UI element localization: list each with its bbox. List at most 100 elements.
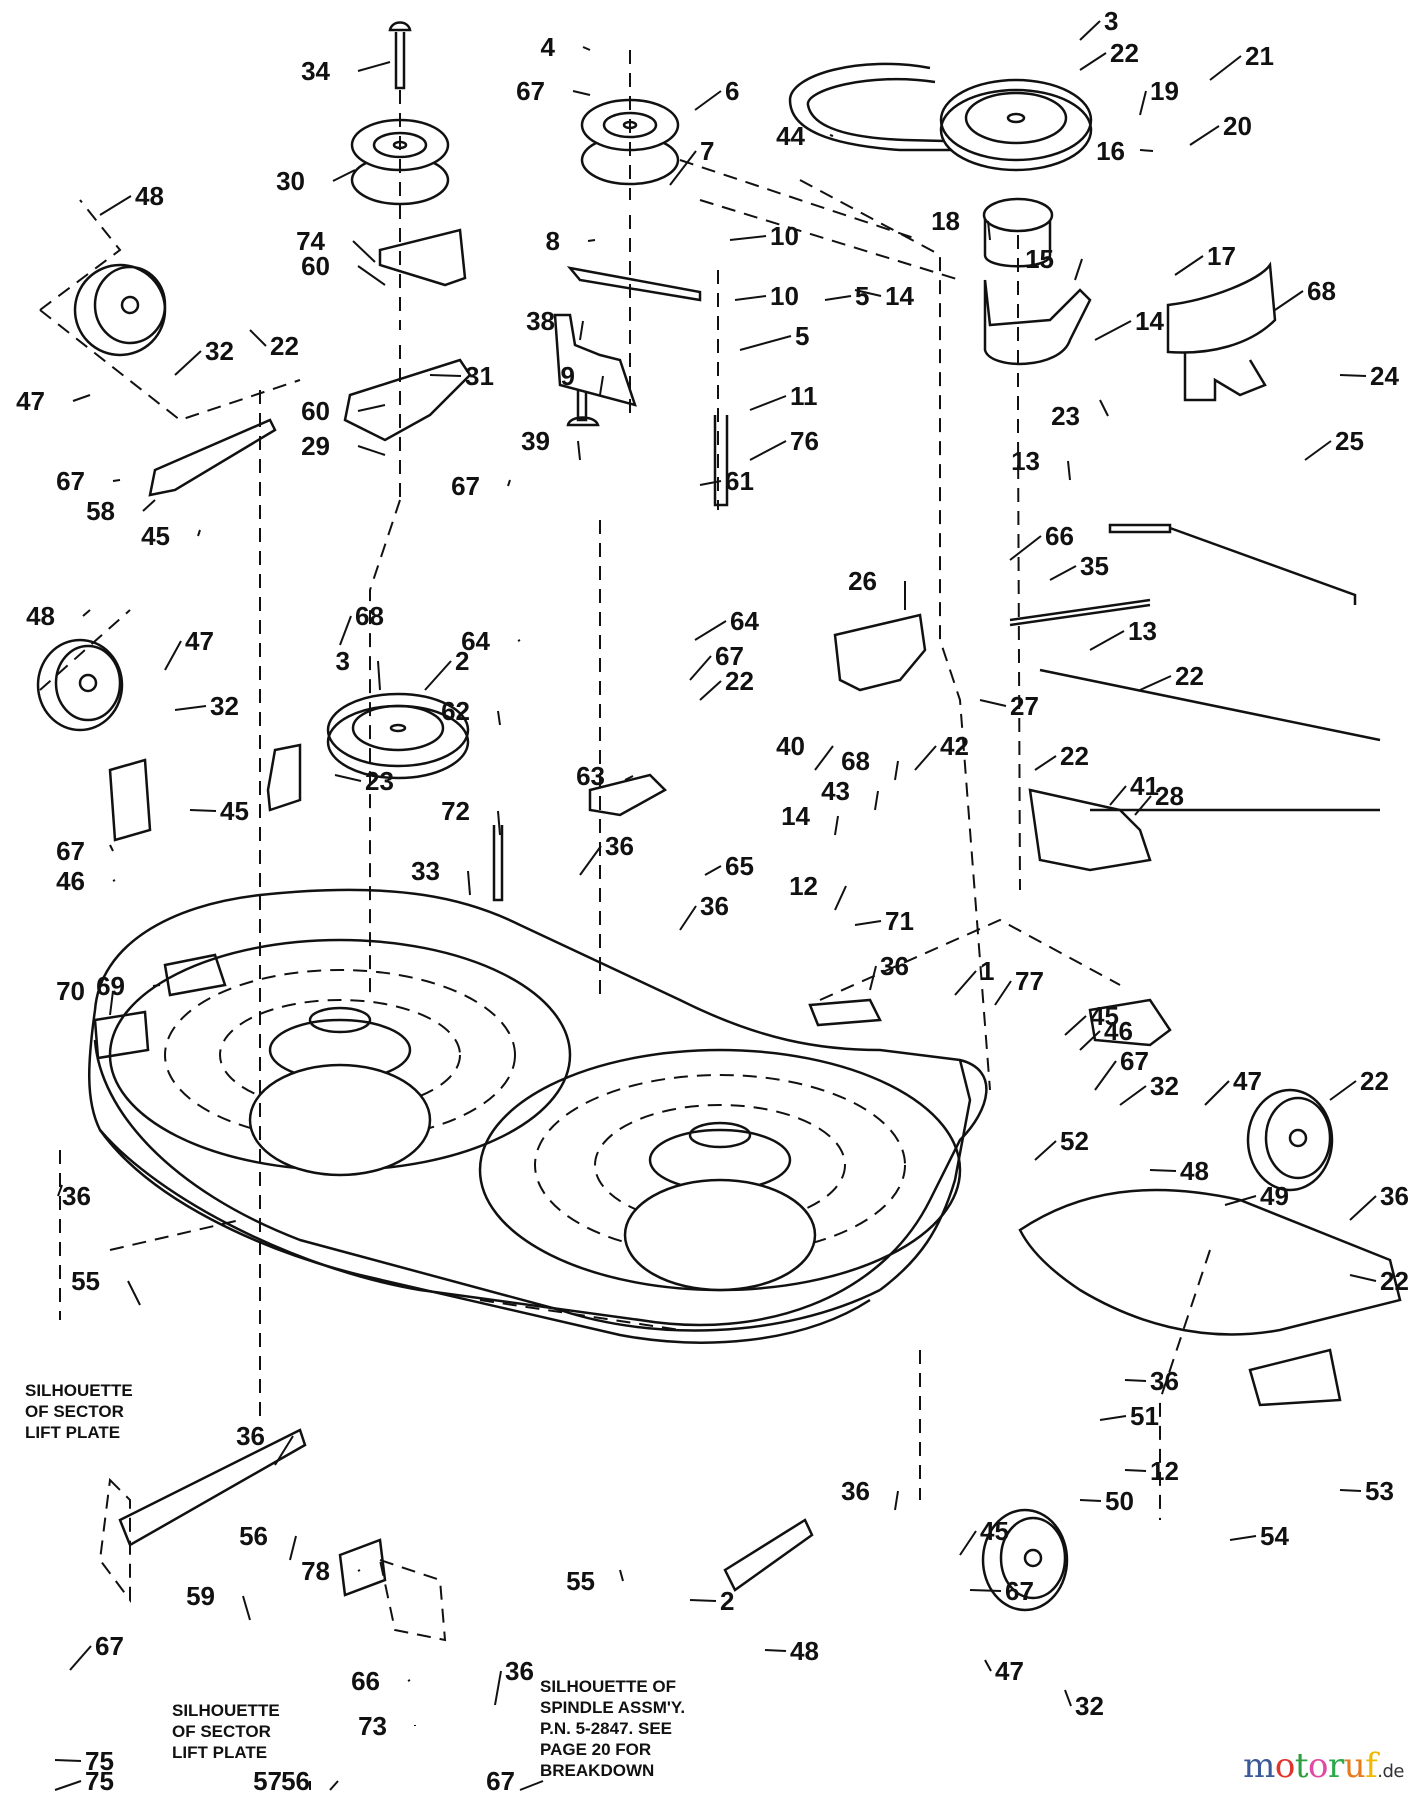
- leader-line: [689, 655, 712, 681]
- leader-line: [357, 1569, 361, 1572]
- part-callout-20: 20: [1223, 111, 1252, 141]
- leader-line: [1189, 125, 1220, 146]
- leader-line: [1139, 149, 1154, 152]
- leader-line: [174, 350, 202, 376]
- part-callout-55: 55: [566, 1566, 595, 1596]
- leader-line: [274, 1435, 294, 1466]
- part-callout-63: 63: [576, 761, 605, 791]
- leader-line: [424, 660, 452, 691]
- leader-line: [979, 699, 1007, 707]
- part-callout-26: 26: [848, 566, 877, 596]
- logo-letter: r: [1328, 1746, 1344, 1786]
- part-callout-22: 22: [270, 331, 299, 361]
- leader-line: [249, 329, 267, 347]
- leader-line: [54, 1780, 82, 1791]
- leader-line: [497, 810, 501, 836]
- part-callout-22: 22: [1175, 661, 1204, 691]
- part-callout-33: 33: [411, 856, 440, 886]
- leader-line: [764, 1649, 787, 1652]
- leader-line: [1079, 1030, 1101, 1051]
- part-callout-48: 48: [26, 601, 55, 631]
- note-line: LIFT PLATE: [25, 1423, 121, 1442]
- leader-line: [954, 970, 977, 996]
- part-callout-55: 55: [71, 1266, 100, 1296]
- leader-line: [1349, 1274, 1377, 1282]
- part-callout-22: 22: [1360, 1066, 1389, 1096]
- note-line: P.N. 5-2847. SEE: [540, 1719, 672, 1738]
- leader-line: [407, 1679, 411, 1682]
- part-callout-54: 54: [1260, 1521, 1289, 1551]
- leader-line: [579, 320, 584, 341]
- leader-line: [1329, 1080, 1357, 1101]
- part-callout-45: 45: [1090, 1001, 1119, 1031]
- part-callout-11: 11: [790, 381, 818, 411]
- part-callout-35: 35: [1080, 551, 1109, 581]
- part-callout-46: 46: [1104, 1016, 1133, 1046]
- part-callout-22: 22: [725, 666, 754, 696]
- leader-line: [669, 150, 697, 186]
- part-callout-60: 60: [301, 251, 330, 281]
- part-callout-71: 71: [885, 906, 914, 936]
- part-callout-60: 60: [301, 396, 330, 426]
- part-callout-67: 67: [451, 471, 480, 501]
- leader-line: [99, 195, 132, 216]
- leader-line: [289, 1535, 297, 1561]
- leader-line: [109, 844, 114, 852]
- deck-housing: [88, 888, 988, 1344]
- leader-line: [127, 1280, 141, 1306]
- leader-line: [582, 46, 591, 51]
- part-callout-61: 61: [725, 466, 754, 496]
- part-callout-48: 48: [790, 1636, 819, 1666]
- logo-letter: t: [1294, 1746, 1309, 1786]
- leader-line: [579, 845, 602, 876]
- leader-line: [152, 984, 161, 987]
- part-callout-36: 36: [841, 1476, 870, 1506]
- leader-line: [1079, 1499, 1102, 1502]
- wheel-47-a: [73, 263, 167, 357]
- leader-line: [689, 1599, 717, 1602]
- part-callout-52: 52: [1060, 1126, 1089, 1156]
- part-callout-5: 5: [795, 321, 809, 351]
- leader-line: [54, 1759, 82, 1762]
- leader-line: [694, 90, 722, 111]
- part-callout-42: 42: [940, 731, 969, 761]
- motoruf-logo[interactable]: motoruf.de: [1243, 1746, 1404, 1786]
- leader-line: [587, 239, 596, 242]
- leader-line: [497, 710, 501, 726]
- leader-line: [914, 745, 937, 771]
- part-callout-4: 4: [541, 32, 556, 62]
- part-callout-76: 76: [790, 426, 819, 456]
- leader-line: [517, 639, 521, 642]
- part-callout-68: 68: [355, 601, 384, 631]
- leader-line: [357, 404, 386, 412]
- part-callout-68: 68: [841, 746, 870, 776]
- leader-line: [334, 774, 362, 782]
- leader-line: [112, 879, 116, 882]
- leader-line: [519, 1780, 544, 1791]
- part-callout-56: 56: [281, 1766, 310, 1796]
- part-callout-7: 7: [700, 136, 714, 166]
- leader-line: [829, 134, 834, 137]
- part-callout-27: 27: [1010, 691, 1039, 721]
- leader-line: [834, 815, 839, 836]
- leader-line: [749, 395, 787, 411]
- part-callout-36: 36: [700, 891, 729, 921]
- part-callout-36: 36: [62, 1181, 91, 1211]
- leader-line: [1304, 440, 1332, 461]
- part-callout-56: 56: [239, 1521, 268, 1551]
- leader-line: [854, 920, 882, 926]
- part-callout-45: 45: [141, 521, 170, 551]
- part-callout-18: 18: [931, 206, 960, 236]
- brackets: [108, 228, 1172, 1597]
- leader-line: [1339, 374, 1367, 377]
- leader-line: [507, 479, 511, 487]
- logo-tld: .de: [1377, 1761, 1404, 1782]
- leader-line: [1124, 1379, 1147, 1382]
- leader-line: [109, 990, 114, 1016]
- part-callout-49: 49: [1260, 1181, 1289, 1211]
- leader-line: [824, 295, 852, 301]
- part-callout-48: 48: [1180, 1156, 1209, 1186]
- note-line: SILHOUETTE: [172, 1701, 280, 1720]
- leader-line: [1099, 1415, 1127, 1421]
- leader-line: [869, 965, 877, 991]
